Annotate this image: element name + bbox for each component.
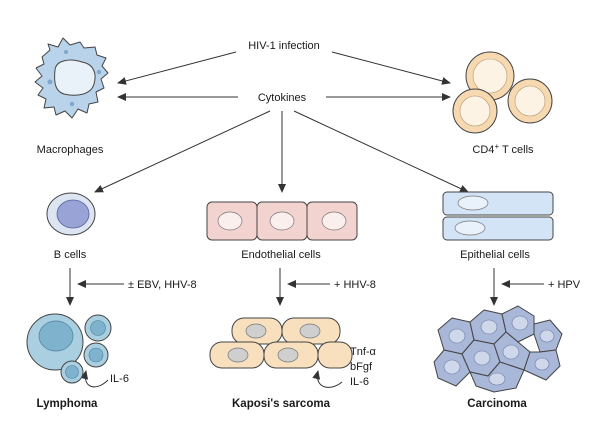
arrow-hiv-to-macrophages <box>117 51 237 85</box>
tnf-alpha-label: Tnf-α <box>350 346 377 358</box>
macrophage-granule <box>96 69 102 75</box>
endothelial-nucleus <box>217 211 243 231</box>
carcinoma-nucleus <box>511 315 529 331</box>
arrow-hiv-to-tcells <box>331 51 451 85</box>
kaposi-sarcoma-label: Kaposi's sarcoma <box>232 398 331 410</box>
carcinoma-nucleus <box>443 359 461 375</box>
labels: HIV-1 infection Cytokines Macrophages CD… <box>37 40 581 410</box>
epithelial-illustration <box>442 191 554 241</box>
macrophage-granule <box>47 79 53 85</box>
lymphoma-il6-label: IL-6 <box>110 373 129 385</box>
arrows <box>66 51 544 388</box>
macrophages-label: Macrophages <box>37 144 104 156</box>
cd4-tcells-label: CD4+ T cells <box>472 142 534 156</box>
carcinoma-nucleus <box>539 329 555 343</box>
endothelial-cells-label: Endothelial cells <box>241 249 321 261</box>
lymphoma-nucleus <box>90 320 106 336</box>
carcinoma-nucleus <box>502 344 520 360</box>
kaposi-nucleus <box>299 323 321 339</box>
macrophage-granule <box>64 50 68 54</box>
carcinoma-illustration <box>433 305 563 393</box>
kaposi-illustration <box>209 317 353 369</box>
macrophage-illustration <box>34 37 109 119</box>
hhv8-cofactor-label: + HHV-8 <box>334 279 376 291</box>
hpv-cofactor-label: + HPV <box>548 279 581 291</box>
tcell-nucleus <box>472 58 508 94</box>
tcells-illustration <box>452 51 553 134</box>
kaposi-nucleus <box>227 347 249 363</box>
carcinoma-nucleus <box>534 357 550 371</box>
tcell-nucleus <box>514 85 546 117</box>
arrow-kaposi-factor-loop <box>312 370 343 388</box>
lymphoma-nucleus <box>65 365 79 379</box>
bcells-label: B cells <box>54 249 87 261</box>
kaposi-nucleus <box>245 323 267 339</box>
epithelial-cells-label: Epithelial cells <box>460 249 530 261</box>
lymphoma-nucleus <box>88 347 104 363</box>
ebv-hhv8-cofactor-label: ± EBV, HHV-8 <box>128 279 197 291</box>
macrophage-granule <box>69 101 75 107</box>
hiv-infection-label: HIV-1 infection <box>248 40 320 52</box>
kaposi-nucleus <box>277 347 299 363</box>
bfgf-label: bFgf <box>350 361 373 373</box>
lymphoma-nucleus <box>38 320 74 352</box>
arrow-cytokines-to-epithelial <box>293 110 469 193</box>
epithelial-nucleus <box>457 195 489 211</box>
kaposi-il6-label: IL-6 <box>350 376 369 388</box>
bcell-illustration <box>46 192 96 236</box>
carcinoma-nucleus <box>473 350 491 366</box>
epithelial-nucleus <box>454 220 486 236</box>
arrow-cytokines-to-bcells <box>94 110 271 193</box>
carcinoma-nucleus <box>480 319 498 335</box>
macrophage-nucleus <box>54 59 96 96</box>
endothelial-nucleus <box>269 211 295 231</box>
endothelial-nucleus <box>321 211 347 231</box>
bcell-nucleus <box>56 199 90 229</box>
endothelial-illustration <box>206 201 358 241</box>
cytokines-label: Cytokines <box>258 92 307 104</box>
arrow-lymphoma-il6-loop <box>80 370 109 388</box>
carcinoma-nucleus <box>488 372 506 386</box>
carcinoma-nucleus <box>448 328 466 344</box>
lymphoma-illustration <box>26 313 112 384</box>
lymphoma-label: Lymphoma <box>37 398 99 410</box>
kaposi-cell <box>317 341 353 369</box>
carcinoma-label: Carcinoma <box>467 398 527 410</box>
tcell-nucleus <box>459 95 491 127</box>
